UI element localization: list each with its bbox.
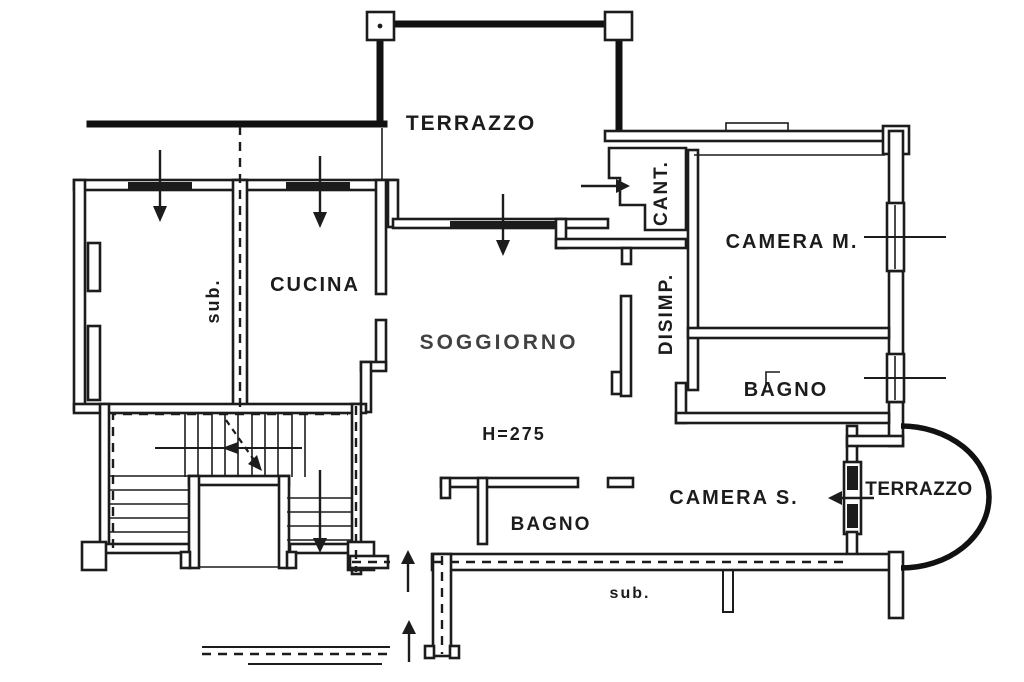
wall bbox=[603, 129, 905, 143]
room-label-bagno-right: BAGNO bbox=[744, 379, 828, 401]
room-label-bagno-bottom: BAGNO bbox=[511, 514, 592, 535]
stair-direction-arrow-icon bbox=[313, 538, 327, 553]
wall bbox=[476, 476, 489, 546]
entry-arrow-icon bbox=[402, 620, 416, 634]
window-opening-arrow-icon bbox=[153, 206, 167, 222]
wall-foot bbox=[448, 644, 461, 660]
wall bbox=[72, 178, 87, 412]
room-label-disimp: DISIMP. bbox=[656, 273, 677, 355]
room-label-soggiorno: SOGGIORNO bbox=[420, 331, 579, 354]
door-leaf bbox=[847, 504, 858, 528]
cantina-wall bbox=[607, 146, 688, 232]
wall-foot bbox=[80, 540, 108, 572]
wall bbox=[674, 411, 891, 425]
wall bbox=[72, 402, 368, 415]
wall-foot bbox=[285, 550, 298, 570]
wall-stub bbox=[722, 570, 734, 613]
pillar-dot bbox=[377, 23, 383, 29]
wall bbox=[374, 178, 388, 296]
wall bbox=[619, 294, 633, 398]
room-label-terrazzo-top: TERRAZZO bbox=[406, 112, 536, 135]
wall bbox=[187, 474, 291, 487]
height-annotation: H=275 bbox=[482, 424, 546, 444]
wall-foot bbox=[179, 550, 192, 570]
wall bbox=[686, 148, 700, 392]
stair-direction-arrow-icon bbox=[222, 442, 238, 454]
wall bbox=[686, 326, 891, 340]
door-jamb bbox=[765, 371, 780, 384]
wall bbox=[845, 434, 905, 448]
room-label-terrazzo-right: TERRAZZO bbox=[865, 479, 972, 500]
stair-up-line bbox=[225, 419, 255, 461]
room-label-cucina: CUCINA bbox=[270, 274, 360, 296]
terrace-door-arrow-icon bbox=[828, 491, 842, 505]
entry-arrow-icon bbox=[401, 550, 415, 564]
boundary-label-sub-left: sub. bbox=[203, 278, 223, 323]
wall bbox=[620, 246, 633, 266]
boundary-dashes bbox=[111, 126, 845, 665]
wall bbox=[554, 237, 688, 250]
window bbox=[725, 122, 789, 132]
door-leaf bbox=[847, 466, 858, 490]
window bbox=[86, 324, 102, 402]
room-label-camera-m: CAMERA M. bbox=[726, 231, 859, 253]
dashed-boundary bbox=[111, 412, 348, 548]
wall bbox=[187, 474, 201, 570]
wall bbox=[887, 550, 905, 620]
stair-direction-arrow-icon bbox=[248, 455, 262, 471]
window bbox=[86, 241, 102, 293]
wall bbox=[606, 476, 635, 489]
pillar bbox=[603, 10, 634, 42]
room-label-cant: CANT. bbox=[651, 160, 672, 226]
wall-foot bbox=[423, 644, 436, 660]
window-opening-arrow-icon bbox=[496, 240, 510, 256]
staircase bbox=[109, 413, 352, 553]
wall bbox=[887, 129, 905, 207]
window-opening-arrow-icon bbox=[313, 212, 327, 228]
wall bbox=[439, 476, 452, 500]
boundary-label-sub-bottom: sub. bbox=[610, 585, 651, 602]
wall bbox=[887, 269, 905, 358]
wall bbox=[98, 402, 111, 554]
wall bbox=[439, 476, 580, 489]
wall bbox=[102, 542, 192, 555]
window-band bbox=[286, 182, 350, 189]
room-labels: TERRAZZO CANT. CAMERA M. CUCINA sub. SOG… bbox=[203, 112, 972, 602]
terrace-parapet bbox=[86, 10, 634, 180]
room-label-camera-s: CAMERA S. bbox=[669, 487, 798, 509]
opening-arrows bbox=[153, 150, 874, 662]
terrace-arc bbox=[900, 423, 992, 571]
wall bbox=[277, 474, 291, 570]
entry-arrow-icon bbox=[616, 179, 630, 193]
